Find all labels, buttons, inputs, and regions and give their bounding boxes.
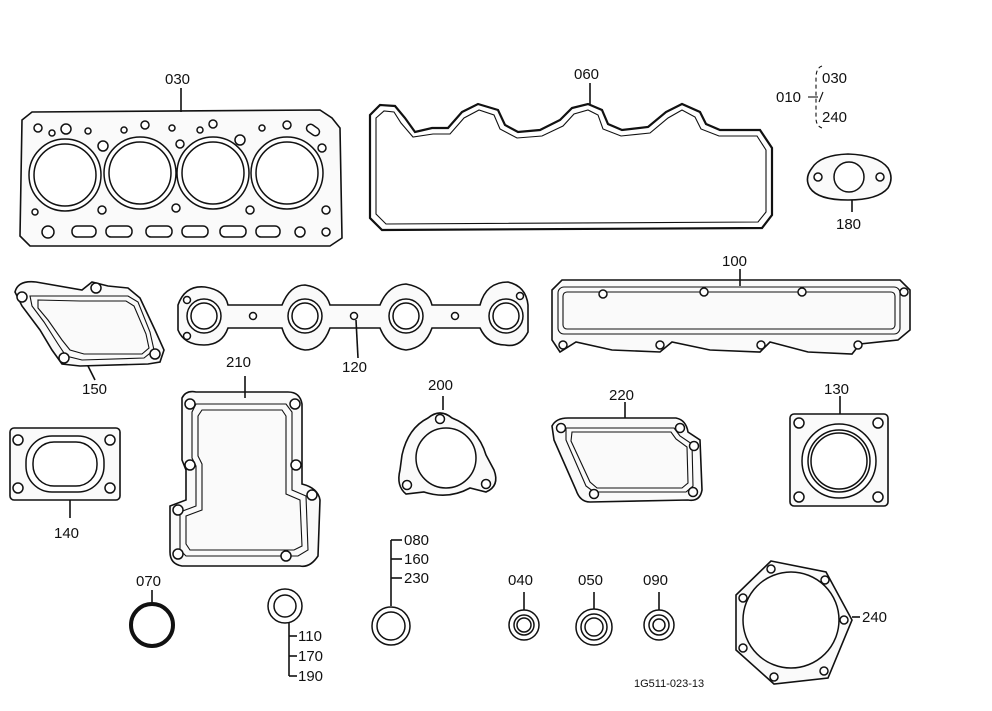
label-200: 200 — [428, 377, 453, 394]
label-060: 060 — [574, 66, 599, 83]
label-140: 140 — [54, 525, 79, 542]
label-240: 240 — [862, 609, 887, 626]
part-080-seal[interactable] — [371, 539, 411, 646]
label-010-to: 240 — [822, 109, 847, 126]
label-070: 070 — [136, 573, 161, 590]
label-100: 100 — [722, 253, 747, 270]
part-070-o-ring[interactable] — [129, 590, 175, 648]
label-180: 180 — [836, 216, 861, 233]
part-040-oil-seal[interactable] — [508, 592, 540, 641]
label-040: 040 — [508, 572, 533, 589]
part-180-flange-gasket[interactable] — [806, 153, 892, 212]
label-170: 170 — [298, 648, 323, 665]
part-100-intake-gasket[interactable] — [551, 269, 911, 355]
label-160: 160 — [404, 551, 429, 568]
drawing-code: 1G511-023-13 — [634, 678, 704, 690]
label-220: 220 — [609, 387, 634, 404]
label-130: 130 — [824, 381, 849, 398]
part-120-manifold-gasket[interactable] — [177, 281, 529, 359]
part-240-hex-gasket[interactable] — [735, 560, 860, 685]
part-140-exhaust-gasket[interactable] — [9, 427, 121, 518]
part-130-square-gasket[interactable] — [789, 396, 889, 507]
part-050-oil-seal[interactable] — [575, 592, 613, 646]
part-060-cover-gasket[interactable] — [368, 83, 774, 232]
part-150-housing-gasket[interactable] — [14, 280, 165, 381]
part-220-cover-gasket[interactable] — [551, 402, 703, 503]
part-210-gear-case-gasket[interactable] — [169, 376, 321, 568]
label-110: 110 — [298, 628, 322, 645]
part-030-head-gasket[interactable] — [19, 88, 343, 247]
label-030: 030 — [165, 71, 190, 88]
label-150: 150 — [82, 381, 107, 398]
label-120: 120 — [342, 359, 367, 376]
part-010-gasket-set — [808, 65, 824, 129]
label-050: 050 — [578, 572, 603, 589]
label-210: 210 — [226, 354, 251, 371]
label-010: 010 — [776, 89, 801, 106]
label-090: 090 — [643, 572, 668, 589]
label-080: 080 — [404, 532, 429, 549]
label-190: 190 — [298, 668, 323, 685]
part-110-ring[interactable] — [267, 588, 303, 677]
label-230: 230 — [404, 570, 429, 587]
part-090-oil-seal[interactable] — [643, 592, 675, 641]
part-200-pump-gasket[interactable] — [398, 396, 497, 496]
label-010-from: 030 — [822, 70, 847, 87]
